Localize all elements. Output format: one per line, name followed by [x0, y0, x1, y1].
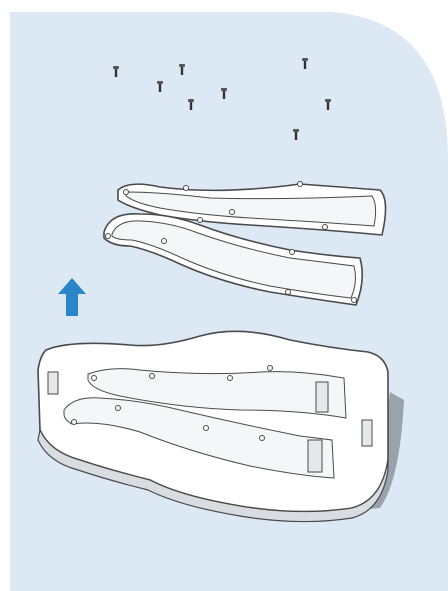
exploded-view-drawing — [0, 0, 448, 591]
assembly-illustration — [0, 0, 448, 591]
